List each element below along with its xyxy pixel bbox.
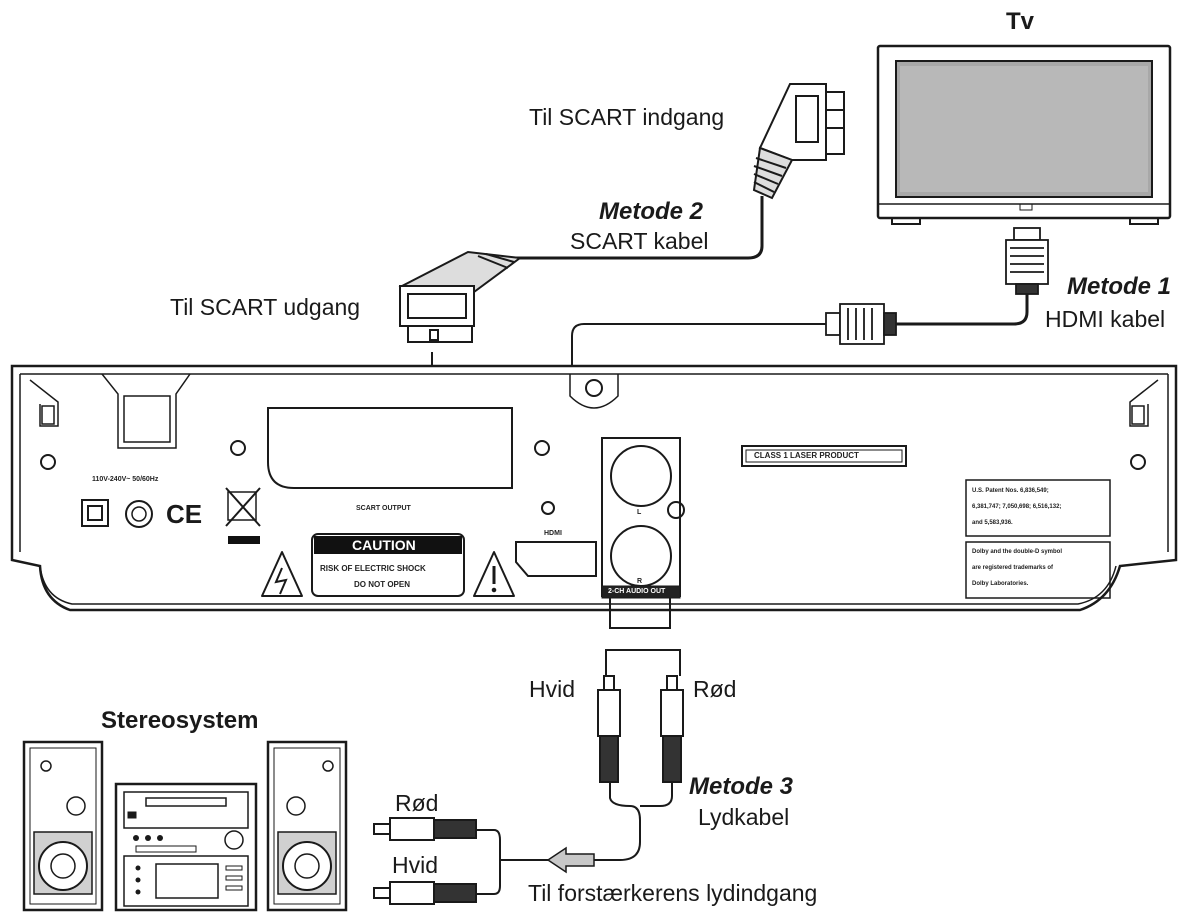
method1-title: Metode 1 [1067,273,1172,300]
scart-cable [516,196,764,260]
method2-subtitle: SCART kabel [570,228,709,254]
caution-text: CAUTION [352,537,416,553]
red-left-label: Rød [395,790,439,816]
dolby-line-3: Dolby Laboratories. [972,581,1029,587]
ce-mark: CE [166,499,203,529]
stereo-system [22,740,348,912]
tv-label: Tv [1006,8,1035,35]
audio-r-text: R [637,578,643,585]
white-left-label: Hvid [392,852,439,878]
scart-plug-player [398,250,523,343]
hdmi-plug-horizontal [825,303,897,345]
audio-cable [476,598,681,895]
method3-subtitle: Lydkabel [698,804,790,830]
method2-title: Metode 2 [599,198,704,225]
patent-line-1: U.S. Patent Nos. 6,836,549; [972,488,1049,494]
tv-illustration [876,44,1172,225]
method3-title: Metode 3 [689,773,794,800]
rca-plug-red-left [373,817,477,841]
hdmi-cable-down [571,323,832,568]
audio-l-text: L [637,509,642,516]
hdmi-port-text: HDMI [544,530,562,537]
patent-line-3: and 5,583,936. [972,520,1013,526]
scart-output-text: SCART OUTPUT [356,505,411,512]
dolby-line-2: are registered trademarks of [972,565,1054,571]
laser-text: CLASS 1 LASER PRODUCT [754,451,859,460]
scart-out-label: Til SCART udgang [170,294,361,320]
hdmi-plug-tv [1005,227,1049,295]
rca-plug-red-top [660,675,684,783]
dolby-line-1: Dolby and the double-D symbol [972,549,1063,555]
shock-text-1: RISK OF ELECTRIC SHOCK [320,564,426,573]
rca-plug-white-top [597,675,621,783]
scart-plug-tv [752,83,845,200]
stereo-label: Stereosystem [101,707,259,734]
amp-input-label: Til forstærkerens lydindgang [528,880,818,906]
audio-out-text: 2-CH AUDIO OUT [608,588,666,595]
voltage-text: 110V-240V~ 50/60Hz [92,476,159,483]
hdmi-cable [896,294,1029,326]
method1-subtitle: HDMI kabel [1045,306,1166,332]
white-top-label: Hvid [529,676,576,702]
patent-line-2: 6,381,747; 7,050,698; 6,516,132; [972,504,1062,510]
amp-arrow [546,846,595,874]
red-top-label: Rød [693,676,737,702]
shock-text-2: DO NOT OPEN [354,580,411,589]
player-rear-panel [10,364,1178,612]
scart-in-label: Til SCART indgang [529,104,725,130]
rca-plug-white-left [373,881,477,905]
